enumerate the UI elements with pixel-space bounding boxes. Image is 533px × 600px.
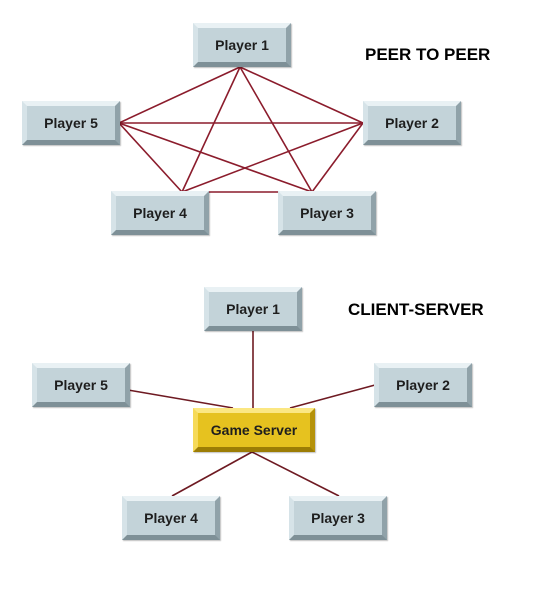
p2p-node-player-5: Player 5	[22, 101, 120, 145]
link-p1-p4	[181, 66, 241, 193]
p2p-node-player-1: Player 1	[193, 23, 291, 67]
link-server-p5	[127, 389, 234, 409]
cs-node-player-5: Player 5	[32, 363, 130, 407]
cs-node-player-2: Player 2	[374, 363, 472, 407]
client-server-links	[127, 331, 376, 497]
peer-to-peer-links	[118, 66, 364, 193]
peer-to-peer-title: PEER TO PEER	[365, 45, 491, 64]
cs-node-player-1: Player 1	[204, 287, 302, 331]
link-p1-p5	[118, 66, 241, 124]
cs-node-game-server: Game Server	[193, 408, 315, 452]
link-p3-p5	[118, 122, 313, 193]
link-server-p4	[171, 451, 253, 497]
p2p-node-player-4: Player 4	[111, 191, 209, 235]
link-p1-p3	[239, 66, 313, 193]
link-p2-p3	[311, 122, 364, 193]
link-p1-p2	[239, 66, 364, 124]
link-p2-p4	[181, 122, 364, 193]
cs-node-player-3: Player 3	[289, 496, 387, 540]
link-server-p2	[289, 384, 376, 409]
client-server-title: CLIENT-SERVER	[348, 300, 484, 319]
p2p-node-player-2: Player 2	[363, 101, 461, 145]
link-server-p3	[251, 451, 340, 497]
p2p-node-player-3: Player 3	[278, 191, 376, 235]
cs-node-player-4: Player 4	[122, 496, 220, 540]
link-p4-p5	[118, 122, 183, 193]
